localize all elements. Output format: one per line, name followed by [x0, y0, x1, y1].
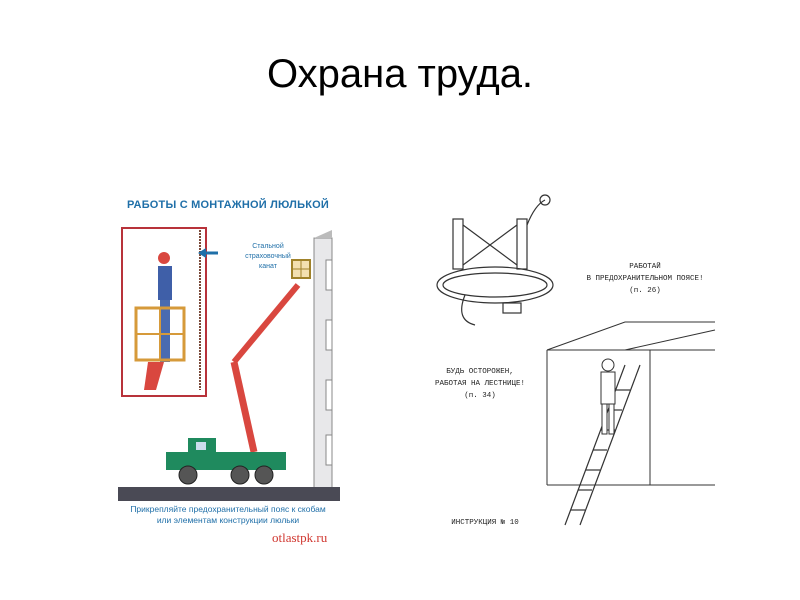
building-windows: [325, 259, 333, 466]
inset-frame: [121, 227, 207, 397]
worker: [600, 358, 616, 435]
poster-title: РАБОТЫ С МОНТАЖНОЙ ЛЮЛЬКОЙ: [126, 199, 329, 211]
worker-legs: [160, 300, 170, 362]
poster-caption: Прикрепляйте предохранительный пояс к ск…: [98, 504, 358, 526]
rope-label-line: Стальной: [252, 243, 284, 250]
watermark: otlastpk.ru: [272, 530, 328, 545]
boom-upper: [231, 283, 301, 364]
ground: [118, 487, 340, 501]
truck-wheels: [178, 465, 274, 485]
ladder-text: БУДЬ ОСТОРОЖЕН, РАБОТАЯ НА ЛЕСТНИЦЕ! (п.…: [425, 366, 535, 402]
safety-harness: [436, 194, 554, 326]
ladder-text-line: (п. 34): [464, 392, 496, 400]
safety-belt-ladder-illustration: [436, 194, 716, 526]
slide-title: Охрана труда.: [266, 52, 534, 96]
arrow-head-icon: [198, 248, 206, 258]
instruction-footer: ИНСТРУКЦИЯ № 10: [451, 519, 519, 527]
aerial-lift-illustration: [118, 227, 340, 501]
worker-body: [158, 266, 172, 300]
belt-text-line: В ПРЕДОХРАНИТЕЛЬНОМ ПОЯСЕ!: [586, 275, 704, 283]
boom-lower: [230, 361, 258, 453]
rope-label: Стальной страховочный канат: [238, 242, 298, 272]
caption-line: или элементам конструкции люльки: [156, 515, 300, 525]
wall-block: [546, 321, 716, 486]
rope-label-line: страховочный: [245, 253, 291, 260]
belt-text-line: РАБОТАЙ: [629, 263, 661, 271]
worker-helmet: [158, 252, 170, 264]
caption-line: Прикрепляйте предохранительный пояс к ск…: [130, 504, 326, 514]
rope-label-line: канат: [259, 263, 277, 270]
belt-text-line: (п. 26): [629, 287, 661, 295]
belt-text: РАБОТАЙ В ПРЕДОХРАНИТЕЛЬНОМ ПОЯСЕ! (п. 2…: [570, 261, 720, 297]
ladder-text-line: БУДЬ ОСТОРОЖЕН,: [446, 368, 514, 376]
ladder-text-line: РАБОТАЯ НА ЛЕСТНИЦЕ!: [434, 380, 525, 388]
cradle-mount: [144, 362, 164, 390]
